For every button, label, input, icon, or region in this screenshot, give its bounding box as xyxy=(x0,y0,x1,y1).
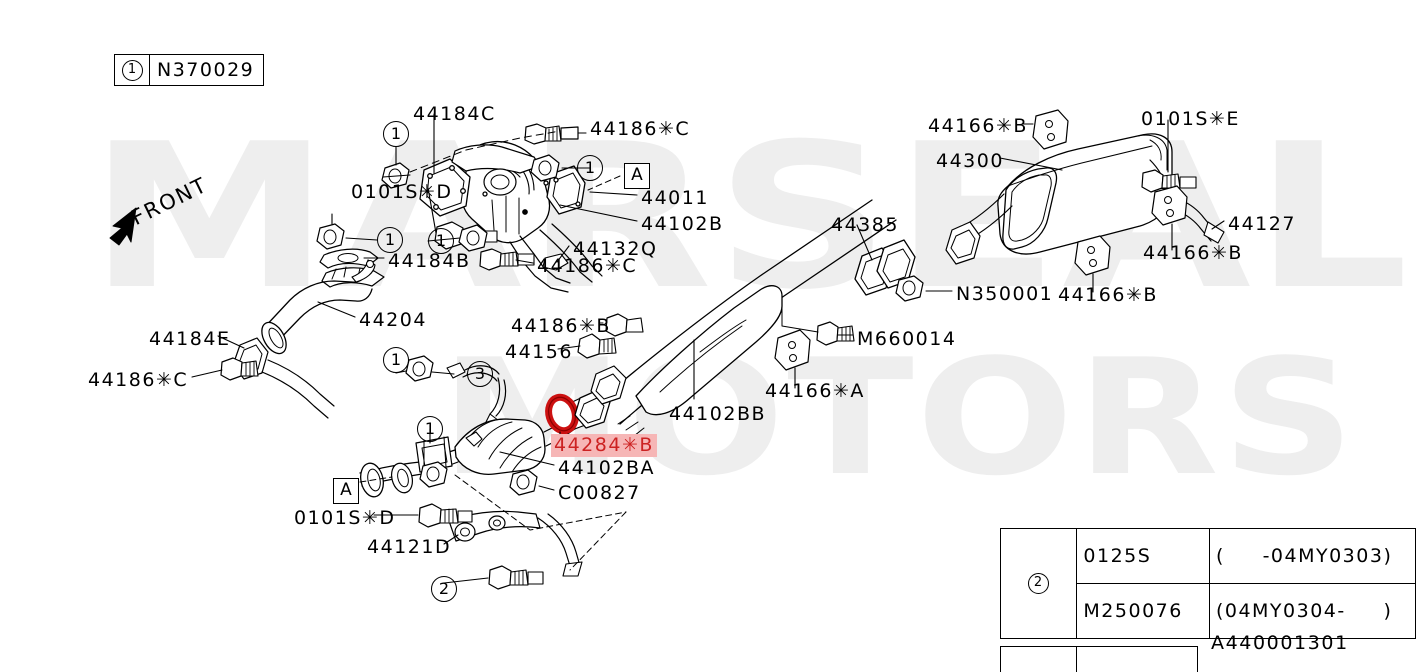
part-label-44102b: 44102B xyxy=(641,213,724,235)
part-label-44186c-1: 44186✳C xyxy=(590,118,691,140)
spring-44156 xyxy=(577,333,617,359)
part-label-m660014: M660014 xyxy=(857,328,957,350)
legend-code: 0125S xyxy=(1076,528,1210,584)
part-label-44156: 44156 xyxy=(505,341,573,363)
callout-marker-1-m3: 1 xyxy=(377,227,403,253)
section-box-a-a1: A xyxy=(624,163,650,189)
key-box-marker: 1 xyxy=(121,59,143,81)
callout-marker-1-m1: 1 xyxy=(383,121,409,147)
legend-marker-cell: 2 xyxy=(999,528,1078,639)
nut-n350001 xyxy=(895,275,924,302)
collar-44102bb xyxy=(590,365,627,405)
nut-heat-shield xyxy=(316,223,345,250)
callout-marker-1-m4: 1 xyxy=(428,228,454,254)
hanger-44166b-bottom xyxy=(1074,235,1111,276)
part-label-44166b-2: 44166✳B xyxy=(1143,242,1243,264)
center-pipe-44102bb xyxy=(574,199,916,437)
highlighted-part-label-44284b: 44284✳B xyxy=(551,434,657,457)
callout-marker-1-m7: 1 xyxy=(417,416,443,442)
bolt-44186c-upper xyxy=(524,123,579,145)
hanger-44166a xyxy=(774,329,811,371)
ring-gasket-left xyxy=(390,462,414,494)
part-label-44300: 44300 xyxy=(936,150,1004,172)
nut-under-converter xyxy=(419,461,448,488)
callout-marker-3-m6: 3 xyxy=(467,361,493,387)
part-label-44204: 44204 xyxy=(359,309,427,331)
clip-44132q xyxy=(542,253,569,271)
exhaust-manifold-assembly xyxy=(419,140,603,293)
part-label-44166b-3: 44166✳B xyxy=(1058,284,1158,306)
legend-code: 22690 xyxy=(1076,646,1199,672)
key-box-part-number: N370029 xyxy=(157,59,255,81)
part-label-0101sd-1: 0101S✳D xyxy=(351,181,453,203)
nut-mid-left xyxy=(405,355,434,382)
bolt-callout-2 xyxy=(488,565,544,590)
key-box-marker-cell: 1 xyxy=(115,55,150,85)
front-arrow-icon xyxy=(109,207,137,246)
legend-row: 3 22690 xyxy=(999,646,1199,672)
part-label-c00827: C00827 xyxy=(558,482,641,504)
muffler-44300 xyxy=(945,133,1225,265)
part-label-44186c-2: 44186✳C xyxy=(537,255,638,277)
hanger-44166b-right xyxy=(1151,185,1188,226)
part-label-0101se: 0101S✳E xyxy=(1141,108,1240,130)
stud-0101se xyxy=(1141,169,1197,193)
part-label-44127: 44127 xyxy=(1228,213,1296,235)
part-label-n350001: N350001 xyxy=(956,283,1054,305)
part-label-44166b-1: 44166✳B xyxy=(928,115,1028,137)
part-label-44121d: 44121D xyxy=(367,536,452,558)
legend-marker-cell: 3 xyxy=(999,646,1078,672)
drawing-number: A440001301 xyxy=(1211,632,1349,654)
nut-44184b xyxy=(458,224,488,252)
bolt-0101sd-lower xyxy=(418,503,473,528)
part-label-44184c: 44184C xyxy=(413,103,496,125)
part-label-44186c-3: 44186✳C xyxy=(88,369,189,391)
part-label-44102ba: 44102BA xyxy=(558,457,655,479)
key-box-n370029: 1 N370029 xyxy=(114,54,265,86)
legend-code: M250076 xyxy=(1076,583,1210,639)
legend-marker-2: 2 xyxy=(1028,573,1050,594)
legend-table-primary: 2 0125S ( -04MY0303) M250076 (04MY0304- … xyxy=(999,528,1416,639)
part-label-44184e: 44184E xyxy=(149,328,231,350)
part-label-0101sd-2: 0101S✳D xyxy=(294,507,396,529)
bolt-m660014 xyxy=(816,321,855,346)
bolt-44186b xyxy=(605,313,644,337)
legend-row: 2 0125S ( -04MY0303) xyxy=(999,528,1416,639)
legend-range: ( -04MY0303) xyxy=(1208,528,1416,584)
section-box-a-a2: A xyxy=(333,478,359,504)
part-label-44102bb: 44102BB xyxy=(669,403,767,425)
part-label-44184b: 44184B xyxy=(388,250,471,272)
highlighted-gasket-44284b xyxy=(545,393,579,435)
part-label-44186b: 44186✳B xyxy=(511,315,611,337)
nut-c00827 xyxy=(509,469,538,496)
legend-box: 2 0125S ( -04MY0303) M250076 (04MY0304- … xyxy=(999,528,1416,672)
legend-table-secondary: 3 22690 xyxy=(999,646,1199,672)
hanger-44166b-top xyxy=(1032,109,1069,150)
callout-marker-1-m2: 1 xyxy=(577,155,603,181)
legend-row: M250076 (04MY0304- ) xyxy=(1001,583,1416,639)
part-label-44385: 44385 xyxy=(831,214,899,236)
legend-range: (04MY0304- ) xyxy=(1208,583,1416,639)
part-label-44132q: 44132Q xyxy=(573,238,658,260)
bolt-44186c-left xyxy=(220,357,259,381)
pipe-lower-front xyxy=(261,359,335,419)
callout-marker-2-m8: 2 xyxy=(431,576,457,602)
bolt-44186c-lower xyxy=(479,248,535,271)
part-label-44166a: 44166✳A xyxy=(765,380,865,402)
front-pipe-44204 xyxy=(261,259,376,355)
callout-marker-1-m5: 1 xyxy=(383,347,409,373)
part-label-44011: 44011 xyxy=(641,187,709,209)
nut-upper-right xyxy=(530,154,560,182)
